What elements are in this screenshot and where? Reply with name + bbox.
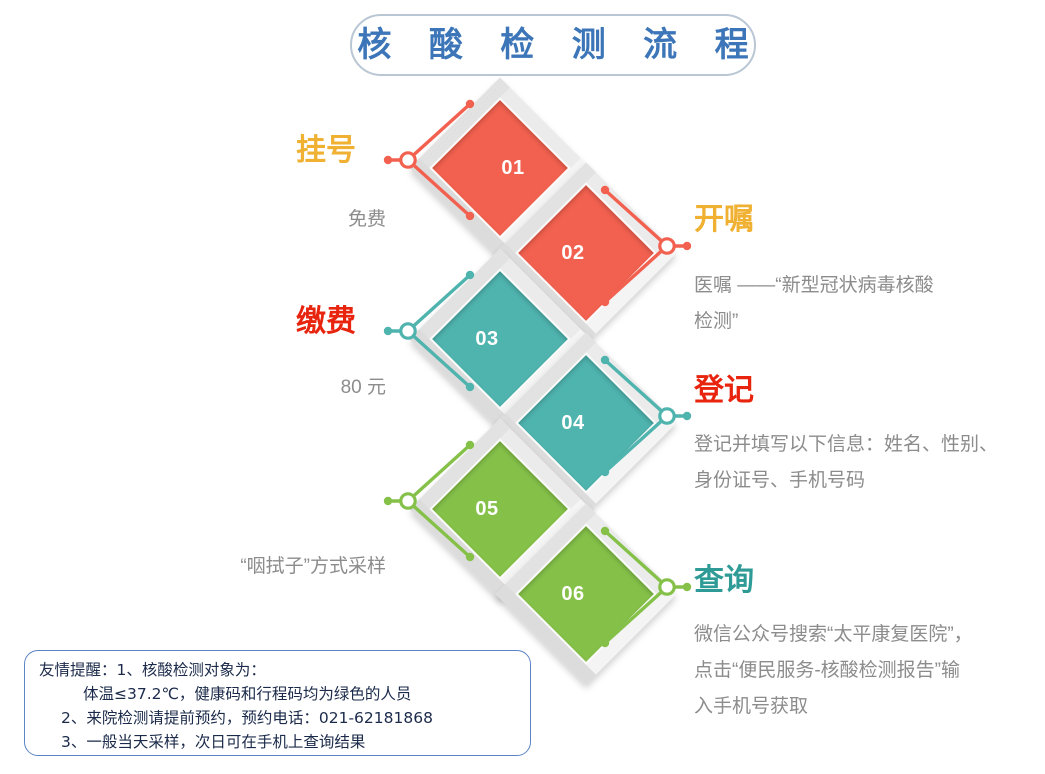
step-desc-06-line2: 点击“便民服务-核酸检测报告”输 (694, 660, 960, 681)
step-desc-04: 登记并填写以下信息：姓名、性别、 身份证号、手机号码 (694, 427, 998, 499)
connector-step-05 (383, 440, 478, 562)
step-desc-04-line2: 身份证号、手机号码 (694, 470, 866, 491)
step-desc-02-line1: 医嘱 ——“新型冠状病毒核酸 (694, 275, 934, 296)
step-desc-06-line3: 入手机号获取 (694, 696, 809, 717)
page-title: 核 酸 检 测 流 程 (357, 26, 763, 64)
notice-line-1: 友情提醒：1、核酸检测对象为： (39, 661, 266, 679)
connector-step-03 (383, 270, 478, 392)
notice-line-3: 2、来院检测请提前预约，预约电话：021-62181868 (61, 709, 433, 727)
step-desc-03: 80 元 (340, 377, 386, 398)
connector-step-01 (383, 99, 478, 221)
step-title-04: 登记 (694, 374, 754, 407)
connector-step-02 (597, 185, 692, 307)
page-title-box: 核 酸 检 测 流 程 (350, 14, 756, 76)
step-desc-02-line2: 检测” (694, 311, 739, 332)
step-title-06: 查询 (694, 564, 754, 597)
step-desc-02: 医嘱 ——“新型冠状病毒核酸 检测” (694, 268, 934, 340)
step-title-01: 挂号 (296, 134, 356, 167)
step-desc-05: “咽拭子”方式采样 (240, 556, 386, 577)
notice-line-4: 3、一般当天采样，次日可在手机上查询结果 (61, 733, 366, 751)
step-desc-06: 微信公众号搜索“太平康复医院”， 点击“便民服务-核酸检测报告”输 入手机号获取 (694, 617, 973, 725)
notice-line-2: 体温≤37.2℃，健康码和行程码均为绿色的人员 (83, 685, 412, 703)
step-desc-01: 免费 (347, 209, 386, 230)
step-title-03: 缴费 (296, 305, 356, 338)
connector-step-06 (597, 526, 692, 648)
connector-step-04 (597, 355, 692, 477)
step-desc-04-line1: 登记并填写以下信息：姓名、性别、 (694, 434, 999, 455)
step-title-02: 开嘱 (694, 203, 754, 236)
notice-box: 友情提醒：1、核酸检测对象为： 体温≤37.2℃，健康码和行程码均为绿色的人员 … (24, 650, 531, 756)
step-desc-06-line1: 微信公众号搜索“太平康复医院”， (694, 624, 973, 645)
